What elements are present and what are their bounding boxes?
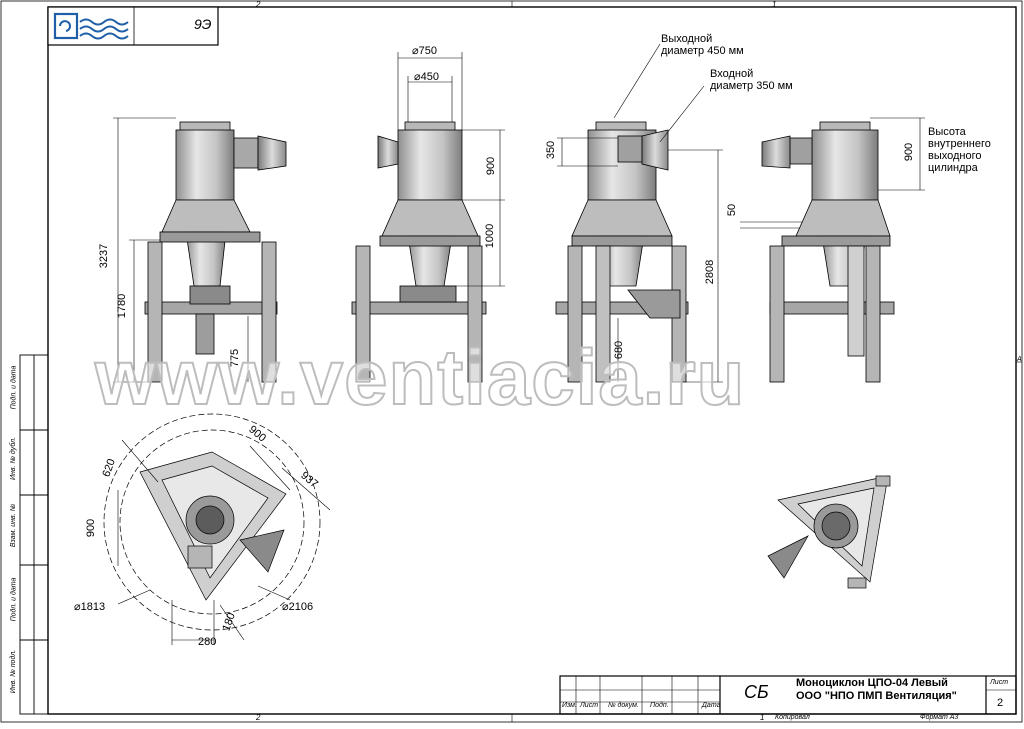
tb-header-doc: № докум.: [608, 702, 639, 709]
dim-plan-dia-1813: ⌀1813: [74, 601, 106, 613]
dim-cone-height: 1000: [484, 223, 497, 249]
view4-dimension-lines: [870, 117, 925, 191]
view3-dimension-lines: [557, 43, 806, 383]
view1-dimension-lines: [113, 117, 249, 383]
dim-cone-offset: 50: [726, 203, 739, 217]
top-zone-mark-left: 2: [256, 0, 261, 9]
bottom-zone-mark-right: 1: [760, 713, 765, 722]
tb-format: Формат А3: [920, 714, 959, 721]
watermark: www.ventiacia.ru: [94, 332, 746, 422]
tb-sheet-number: 2: [997, 697, 1004, 709]
tb-header-date: Дата: [702, 702, 721, 709]
inlet-note: Входной диаметр 350 мм: [710, 68, 793, 92]
dim-inlet-height: 350: [545, 140, 558, 160]
tb-header-izm: Изм.: [562, 702, 577, 709]
dim-total-height: 2808: [704, 259, 717, 285]
side-view-4: [761, 121, 895, 383]
company-logo-icon: [53, 12, 129, 40]
corner-stamp-code: 9Э: [194, 16, 212, 32]
dim-plan-dia-2106: ⌀2106: [282, 601, 314, 613]
tb-sheet-label: Лист: [990, 679, 1009, 686]
dim-frame-height: 1780: [116, 293, 129, 319]
side-stamp: [19, 354, 49, 715]
side-stamp-label: Подп. и дата: [10, 577, 18, 622]
height-note: Высота внутреннего выходного цилиндра: [928, 126, 991, 174]
tb-copied: Копировал: [775, 714, 810, 721]
tb-header-list: Лист: [580, 702, 599, 709]
dim-overall-height: 3237: [98, 243, 111, 269]
side-stamp-label: Инв. № подл.: [10, 649, 18, 694]
right-zone-mark: A: [1017, 356, 1022, 363]
dim-outer-diameter: ⌀750: [412, 45, 437, 57]
plan-view-left: [103, 413, 321, 631]
plan-left-dimension-lines: [117, 439, 331, 645]
dim-inner-cylinder-height: 900: [903, 142, 916, 162]
plan-view-right: [767, 475, 891, 589]
view2-dimension-lines: [397, 52, 505, 287]
tb-product-name: Моноциклон ЦПО-04 Левый: [796, 677, 948, 689]
dim-plan-280: 280: [198, 636, 217, 648]
outlet-note: Выходной диаметр 450 мм: [661, 33, 744, 57]
corner-stamp: [47, 6, 219, 46]
top-zone-mark-right: 1: [772, 0, 777, 9]
tb-company: ООО "НПО ПМП Вентиляция": [796, 690, 957, 702]
side-stamp-label: Подп. и дата: [10, 365, 18, 410]
front-view-2: [351, 121, 487, 383]
side-stamp-label: Инв. № дубл.: [10, 436, 18, 481]
front-view-1: [144, 121, 287, 383]
side-stamp-label: Взам. инв. №: [10, 503, 18, 548]
tb-header-sign: Подп.: [650, 702, 669, 709]
dim-plan-900-left: 900: [85, 518, 98, 538]
bottom-zone-mark-left: 2: [256, 713, 261, 722]
title-block: [559, 675, 1017, 715]
tb-doc-code: СБ: [744, 682, 769, 702]
dim-upper-height: 900: [485, 156, 498, 176]
front-view-3: [555, 121, 689, 383]
dim-inner-diameter: ⌀450: [414, 71, 439, 83]
